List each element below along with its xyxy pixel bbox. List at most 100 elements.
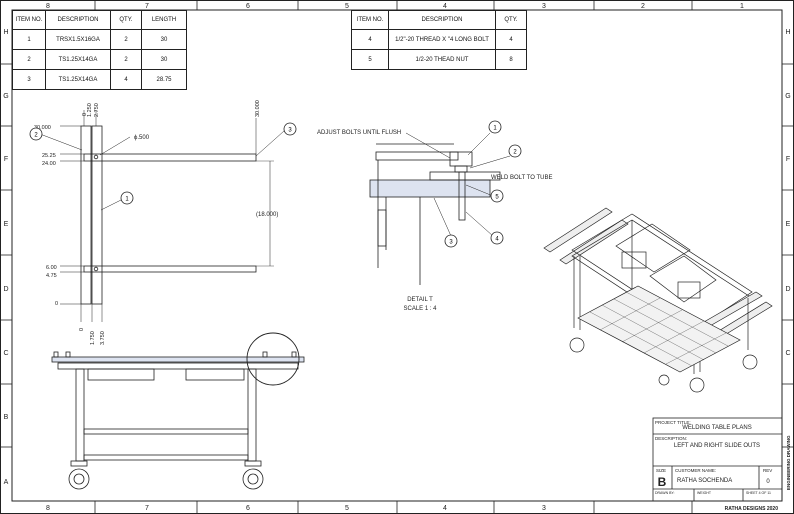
zone-row-label: G <box>3 93 8 100</box>
table-row: 5 1/2-20 THEAD NUT 8 <box>351 49 527 70</box>
dim-2525: 25.25 <box>42 153 56 159</box>
slide-tube-bottom <box>83 265 257 273</box>
col-qty: QTY. <box>495 10 527 30</box>
note-weld-bolt: WELD BOLT TO TUBE <box>491 175 552 181</box>
dim-600: 6.00 <box>46 265 57 271</box>
balloon-3: 3 <box>288 128 292 134</box>
cell: 4 <box>110 69 142 90</box>
table-header-row: ITEM NO. DESCRIPTION QTY. <box>351 10 527 30</box>
cell: 4 <box>495 29 527 50</box>
zone-col-label: 4 <box>443 3 447 10</box>
zone-labels: 8 7 6 5 4 3 2 1 8 7 6 5 4 3 H G F E D C … <box>3 3 790 512</box>
dim-3750: 3.750 <box>100 331 106 345</box>
detail-t-notes: ADJUST BOLTS UNTIL FLUSH WELD BOLT TO TU… <box>317 130 552 312</box>
isometric-view <box>543 207 773 393</box>
description: LEFT AND RIGHT SLIDE OUTS <box>674 443 760 449</box>
detail-balloon-4: 4 <box>495 237 499 243</box>
zone-row-label: F <box>786 156 790 163</box>
balloon-1: 1 <box>125 197 129 203</box>
side-view <box>39 110 285 322</box>
customer-name: RATHA SOCHENDA <box>677 478 732 484</box>
zone-col-label: 8 <box>46 505 50 512</box>
col-qty: QTY. <box>110 10 142 30</box>
zone-col-label: 1 <box>740 3 744 10</box>
detail-t-balloons: 1 2 5 3 4 <box>444 120 522 248</box>
col-length: LENGTH <box>141 10 187 30</box>
zone-row-label: A <box>4 479 9 486</box>
dim-hole: ϕ.500 <box>134 135 150 141</box>
weight-label: WEIGHT <box>697 491 712 495</box>
zone-row-label: C <box>3 350 8 357</box>
side-text: ENGINEERING DRAWING <box>786 435 791 490</box>
cell: TRSX1.5X16GA <box>45 29 111 50</box>
zone-col-label: 5 <box>345 3 349 10</box>
drawn-by-label: DRAWN BY: <box>655 491 675 495</box>
cell: 2 <box>12 49 46 70</box>
zone-row-label: H <box>785 29 790 36</box>
parts-table-left: ITEM NO. DESCRIPTION QTY. LENGTH 1 TRSX1… <box>12 10 187 90</box>
detail-balloon-3: 3 <box>449 240 453 246</box>
zone-col-label: 6 <box>246 505 250 512</box>
tube-1-left <box>80 125 92 305</box>
zone-row-label: E <box>786 221 791 228</box>
cell: TS1.25X14GA <box>45 69 111 90</box>
dim-0: 0 <box>55 301 58 307</box>
table-row: 2 TS1.25X14GA 2 30 <box>12 49 187 70</box>
rev-value: 0 <box>766 479 770 485</box>
col-item-no: ITEM NO. <box>12 10 46 30</box>
cell: 3 <box>12 69 46 90</box>
project-title: WELDING TABLE PLANS <box>682 425 751 431</box>
dim-span: (18.000) <box>256 212 278 218</box>
detail-t <box>369 132 511 285</box>
note-adjust-bolts: ADJUST BOLTS UNTIL FLUSH <box>317 130 401 136</box>
detail-balloon-2: 2 <box>513 150 517 156</box>
sheet-label: SHEET 4 OF 11 <box>746 491 771 495</box>
parts-table-right: ITEM NO. DESCRIPTION QTY. 4 1/2"-20 THRE… <box>351 10 527 70</box>
cell: 5 <box>351 49 389 70</box>
project-title-label: PROJECT TITLE: <box>655 420 691 425</box>
cell: 28.75 <box>141 69 187 90</box>
dim-top-30: 30.000 <box>255 100 261 117</box>
size-value: B <box>658 475 667 489</box>
slide-tube-top <box>83 153 257 162</box>
detail-caption: DETAIL T <box>407 297 433 303</box>
col-description: DESCRIPTION <box>388 10 496 30</box>
dim-top-0: 0 <box>82 113 88 116</box>
zone-col-label: 2 <box>641 3 645 10</box>
side-view-dimensions: 30.000 25.25 24.00 6.00 4.75 0 ϕ.500 (18… <box>34 100 278 345</box>
col-description: DESCRIPTION <box>45 10 111 30</box>
cell: 2 <box>110 49 142 70</box>
zone-row-label: E <box>4 221 9 228</box>
title-block-frame <box>652 417 783 502</box>
footer-text: RATHA DESIGNS 2020 <box>725 506 779 512</box>
rev-label: REV <box>763 468 772 473</box>
col-item-no: ITEM NO. <box>351 10 389 30</box>
dim-1250: 1.250 <box>87 103 93 117</box>
table-row: 4 1/2"-20 THREAD X "4 LONG BOLT 4 <box>351 29 527 50</box>
zone-row-label: D <box>785 286 790 293</box>
dim-30000: 30.000 <box>34 125 51 131</box>
table-row: 1 TRSX1.5X16GA 2 30 <box>12 29 187 50</box>
tube-1-right <box>91 125 103 305</box>
cell: 30 <box>141 49 187 70</box>
side-view-balloons: 2 1 3 <box>29 122 297 205</box>
table-header-row: ITEM NO. DESCRIPTION QTY. LENGTH <box>12 10 187 30</box>
zone-row-label: F <box>4 156 8 163</box>
detail-balloon-5: 5 <box>495 195 499 201</box>
size-label: SIZE <box>656 468 666 473</box>
zone-col-label: 5 <box>345 505 349 512</box>
dim-2400: 24.00 <box>42 161 56 167</box>
cell: TS1.25X14GA <box>45 49 111 70</box>
cell: 1 <box>12 29 46 50</box>
cell: 1/2"-20 THREAD X "4 LONG BOLT <box>388 29 496 50</box>
cell: 1/2-20 THEAD NUT <box>388 49 496 70</box>
zone-col-label: 3 <box>542 505 546 512</box>
dim-475: 4.75 <box>46 273 57 279</box>
zone-row-label: C <box>785 350 790 357</box>
cell: 2 <box>110 29 142 50</box>
zone-col-label: 8 <box>46 3 50 10</box>
front-view <box>51 332 305 490</box>
table-row: 3 TS1.25X14GA 4 28.75 <box>12 69 187 90</box>
